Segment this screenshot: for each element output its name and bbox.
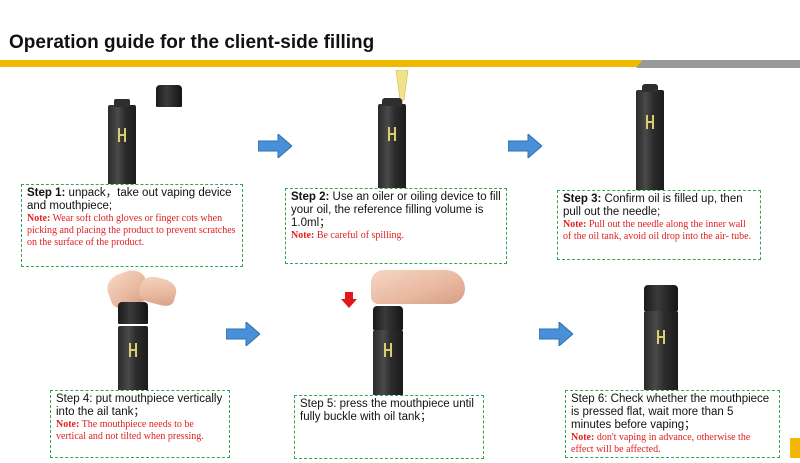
note-text: The mouthpiece needs to be vertical and …	[56, 419, 204, 442]
step5-box: Step 5: press the mouthpiece until fully…	[294, 395, 484, 459]
arrow-right-icon	[539, 322, 573, 346]
device-logo-icon	[388, 127, 396, 141]
step6-box: Step 6: Check whether the mouthpiece is …	[565, 390, 780, 458]
page-corner-marker	[790, 438, 800, 458]
step-label: Step 5:	[300, 398, 337, 410]
finger-image	[371, 270, 465, 304]
step-text: press the mouthpiece until fully buckle …	[300, 398, 474, 423]
step6-illustration	[640, 285, 690, 395]
device-top-ring	[114, 99, 130, 107]
device-body	[108, 105, 136, 187]
device-body	[373, 330, 403, 396]
step-label: Step 4:	[56, 393, 93, 405]
device-top-ring	[382, 98, 402, 106]
note-text: don't vaping in advance, otherwise the e…	[571, 432, 751, 455]
mouthpiece	[373, 306, 403, 330]
note-text: Wear soft cloth gloves or finger cots wh…	[27, 213, 236, 248]
arrow-right-icon	[226, 322, 260, 346]
device-logo-icon	[129, 343, 137, 357]
step-label: Step 3:	[563, 193, 602, 205]
step-text: Confirm oil is filled up, then pull out …	[563, 193, 743, 218]
step5-illustration	[335, 270, 465, 396]
arrow-down-icon	[341, 292, 357, 308]
device-logo-icon	[646, 115, 654, 129]
device-logo-icon	[118, 128, 126, 142]
device-top-ring	[642, 84, 658, 92]
step3-box: Step 3: Confirm oil is filled up, then p…	[557, 190, 761, 260]
step1-illustration	[100, 85, 200, 187]
arrow-right-icon	[508, 134, 542, 158]
note-label: Note:	[291, 230, 315, 241]
mouthpiece	[644, 285, 678, 311]
step1-box: Step 1: unpack，take out vaping device an…	[21, 184, 243, 267]
device-body	[644, 311, 678, 391]
step-text: put mouthpiece vertically into the ail t…	[56, 393, 223, 418]
note-text: Pull out the needle along the inner wall…	[563, 219, 752, 242]
header-accent-bar	[0, 60, 648, 67]
step-text: Use an oiler or oiling device to fill yo…	[291, 191, 501, 229]
step-text: unpack，take out vaping device and mouthp…	[27, 187, 232, 212]
step4-illustration	[100, 266, 190, 396]
device-body	[118, 326, 148, 396]
step2-illustration	[370, 70, 430, 214]
device-body	[636, 90, 664, 194]
step4-box: Step 4: put mouthpiece vertically into t…	[50, 390, 230, 458]
step2-box: Step 2: Use an oiler or oiling device to…	[285, 188, 507, 264]
step3-illustration	[630, 80, 690, 194]
note-label: Note:	[563, 219, 587, 230]
arrow-right-icon	[258, 134, 292, 158]
step-label: Step 2:	[291, 191, 330, 203]
step-label: Step 6:	[571, 393, 608, 405]
mouthpiece	[118, 302, 148, 324]
step-label: Step 1:	[27, 187, 66, 199]
header-gray-bar	[636, 60, 800, 68]
page-title: Operation guide for the client-side fill…	[9, 32, 375, 53]
note-text: Be careful of spilling.	[316, 230, 405, 241]
device-logo-icon	[657, 330, 665, 344]
device-logo-icon	[384, 343, 392, 357]
step-text: Check whether the mouthpiece is pressed …	[571, 393, 770, 431]
note-label: Note:	[571, 432, 595, 443]
note-label: Note:	[56, 419, 80, 430]
note-label: Note:	[27, 213, 51, 224]
loose-mouthpiece	[156, 85, 182, 107]
